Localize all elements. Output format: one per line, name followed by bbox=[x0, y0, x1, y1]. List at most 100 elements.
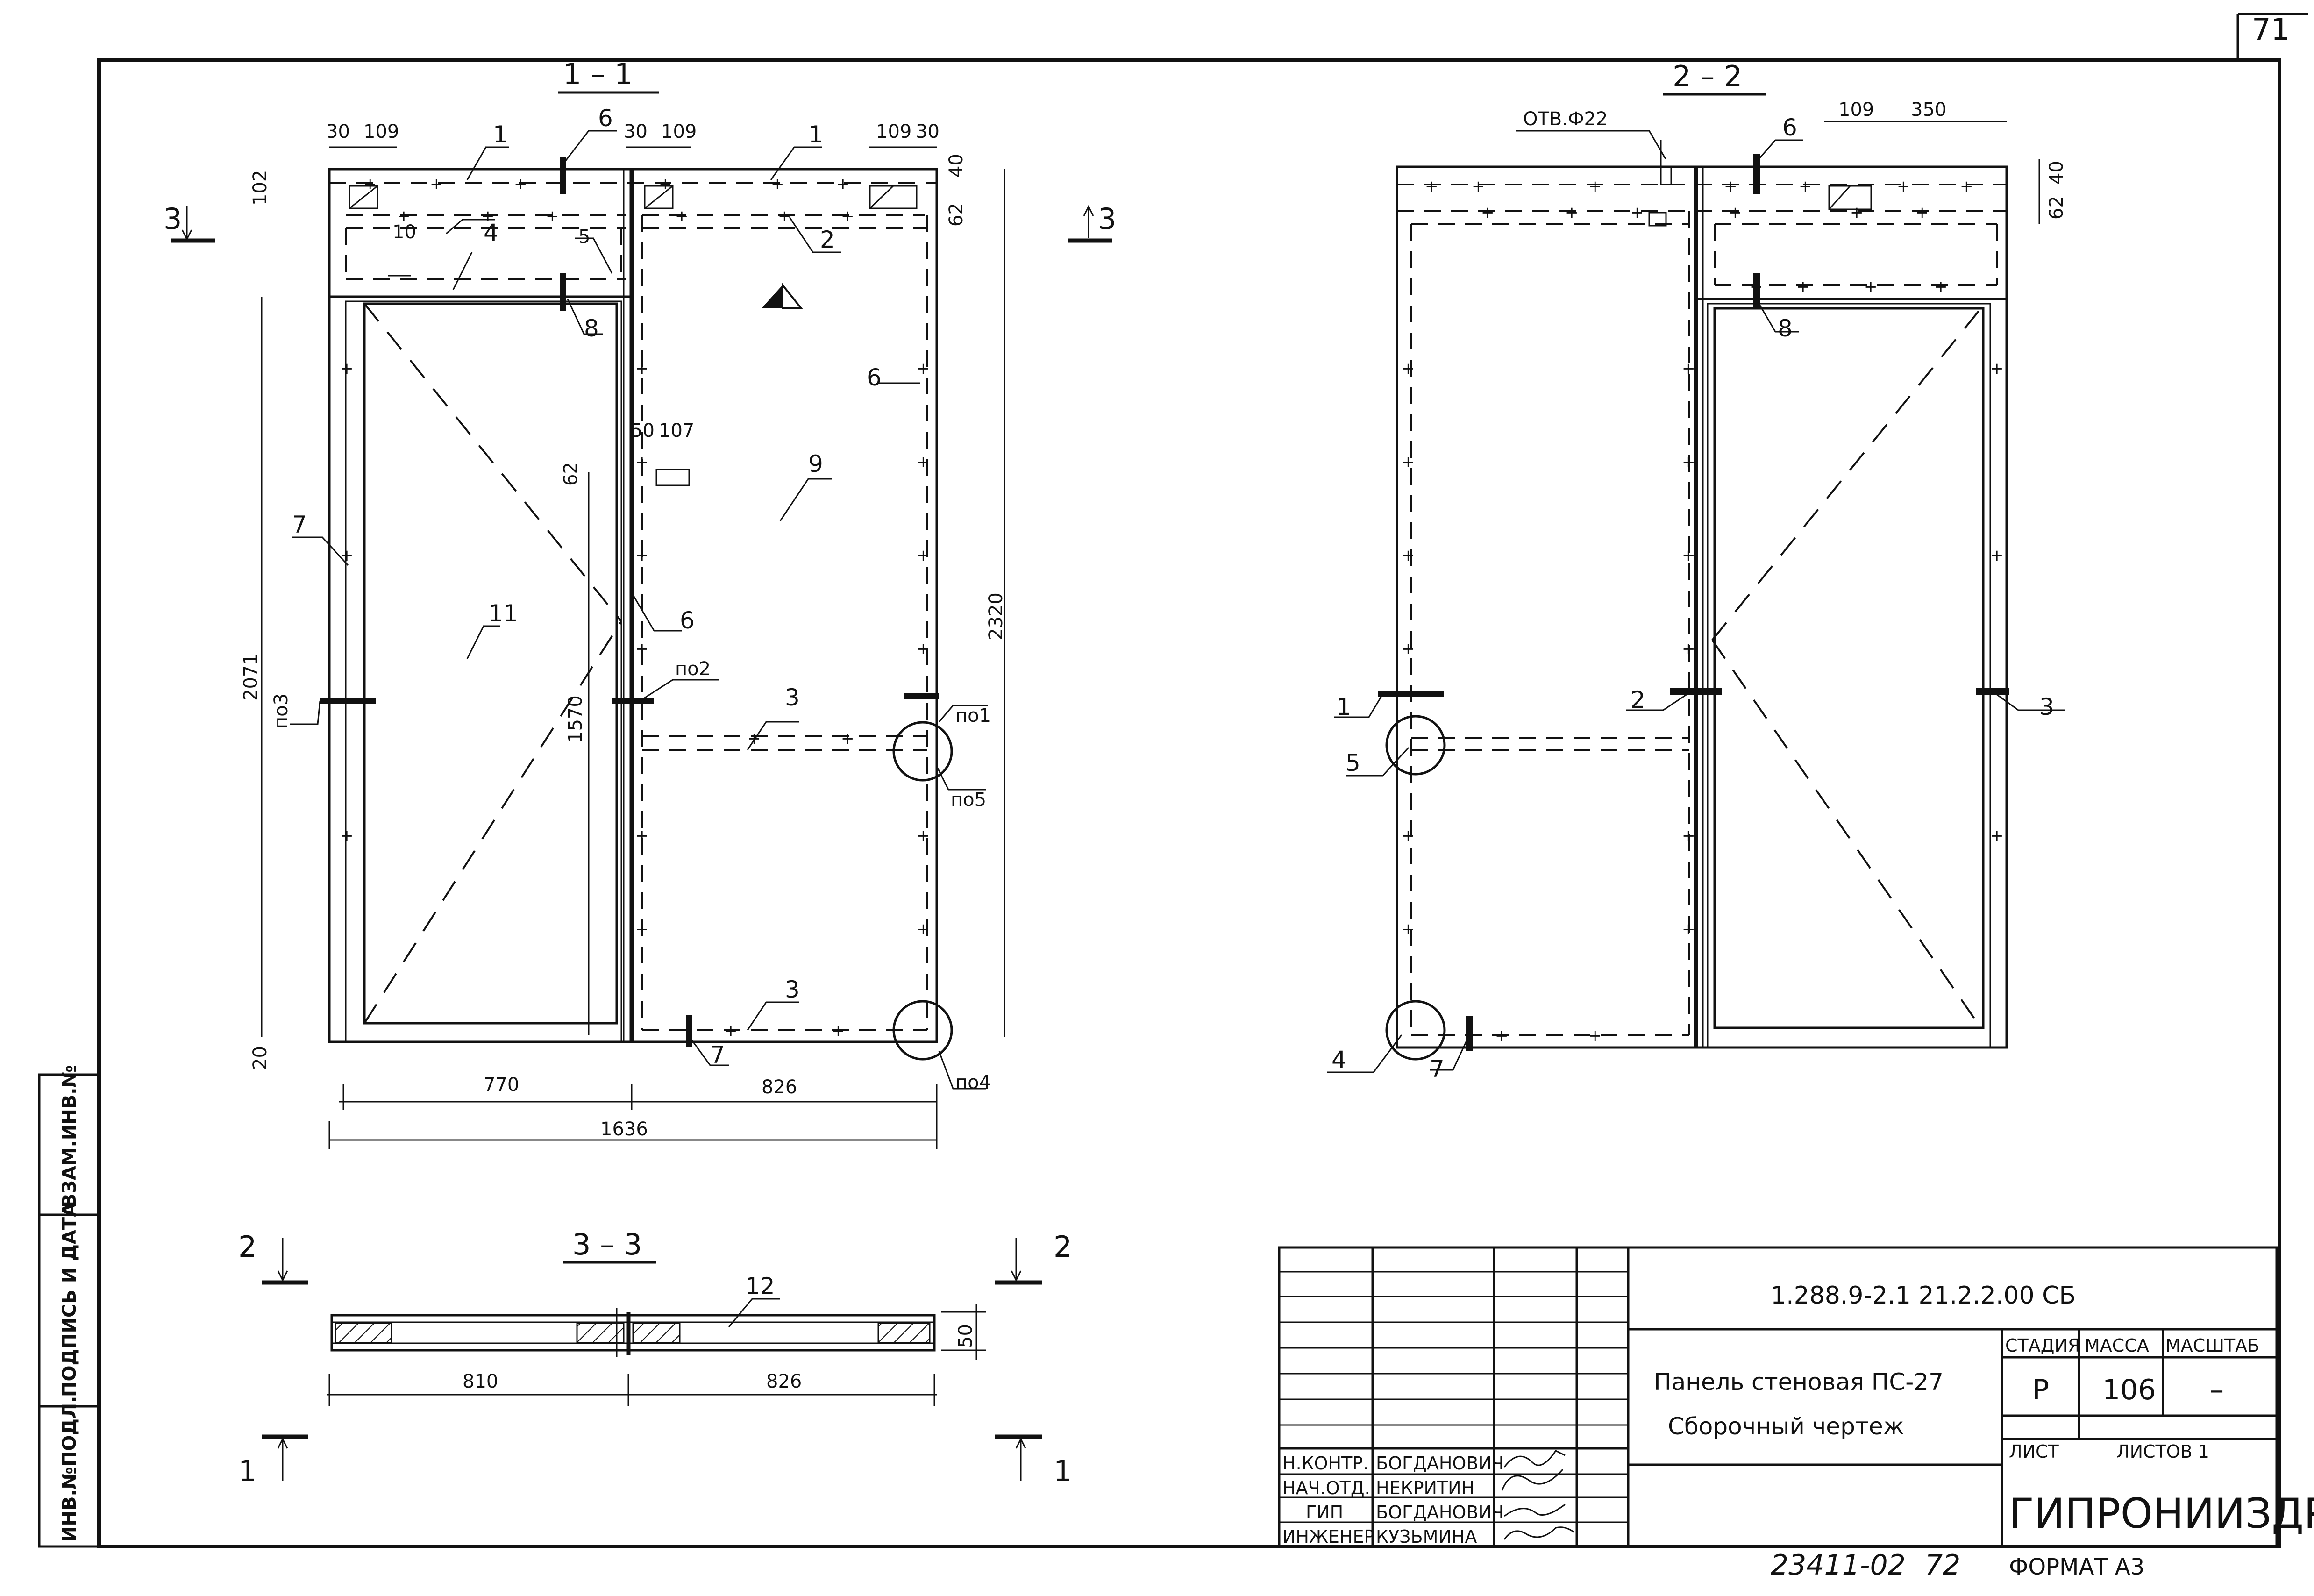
svg-text:+: + bbox=[917, 453, 930, 471]
svg-text:+: + bbox=[1588, 1026, 1602, 1045]
dim-1-1-top-e: 109 bbox=[876, 121, 911, 142]
dim-1-1-right-height: 2320 bbox=[985, 592, 1007, 640]
callout-1-1-1b: 1 bbox=[808, 121, 823, 148]
signature-name-4: КУЗЬМИНА bbox=[1376, 1526, 1477, 1547]
dim-1-1-top-f: 30 bbox=[916, 121, 940, 142]
signature-role-2: НАЧ.ОТД. bbox=[1282, 1478, 1370, 1498]
signature-role-3: ГИП bbox=[1306, 1502, 1343, 1523]
svg-text:+: + bbox=[1864, 278, 1878, 296]
callout-1-1-3a: 3 bbox=[785, 684, 800, 711]
section-marker-3-left: 3 bbox=[164, 202, 215, 243]
catalogue-number: 23411-02 bbox=[1771, 1549, 1906, 1582]
callout-leaders-2-2 bbox=[1327, 139, 2065, 1073]
callout-2-2-2: 2 bbox=[1630, 686, 1645, 713]
dim-2-2-top-b: 350 bbox=[1911, 99, 1946, 121]
callout-1-1-6b: 6 bbox=[867, 364, 882, 391]
svg-text:+: + bbox=[1402, 640, 1415, 658]
svg-text:+: + bbox=[1796, 278, 1810, 296]
dim-3-3-width-right: 826 bbox=[766, 1371, 802, 1392]
section-marker-1-left: 1 bbox=[238, 1434, 308, 1488]
side-stamp-vzam-inv: ВЗАМ.ИНВ.№ bbox=[59, 1065, 80, 1208]
svg-text:+: + bbox=[917, 640, 930, 658]
callout-2-2-3: 3 bbox=[2039, 693, 2054, 720]
dim-3-3-width-left: 810 bbox=[463, 1371, 498, 1392]
svg-text:+: + bbox=[1990, 359, 2004, 378]
svg-text:+: + bbox=[1682, 359, 1695, 378]
stage-header: СТАДИЯ bbox=[2005, 1335, 2080, 1356]
svg-text:+: + bbox=[1915, 203, 1929, 222]
svg-text:+: + bbox=[832, 1022, 845, 1040]
svg-text:+: + bbox=[1682, 453, 1695, 471]
organization: ГИПРОНИИЗДРАВ bbox=[2009, 1489, 2314, 1538]
svg-text:+: + bbox=[724, 1022, 738, 1040]
svg-text:+: + bbox=[1425, 177, 1438, 196]
callout-1-1-5: 5 bbox=[578, 226, 590, 248]
dim-1-1-width-total: 1636 bbox=[600, 1119, 648, 1140]
svg-text:+: + bbox=[917, 920, 930, 939]
svg-text:+: + bbox=[1682, 546, 1695, 565]
dim-3-3-thickness: 50 bbox=[955, 1324, 976, 1348]
reinforcement-marks-1-1: +++ +++ +++ +++ +++ +++ +++ +++ ++ ++ ++… bbox=[340, 175, 930, 1040]
callout-2-2-5: 5 bbox=[1346, 749, 1360, 777]
dim-1-1-bottom-left: 20 bbox=[249, 1046, 271, 1070]
svg-text:+: + bbox=[363, 175, 377, 193]
scale-header: МАСШТАБ bbox=[2165, 1335, 2259, 1356]
stage-value: Р bbox=[2032, 1374, 2049, 1406]
section-marker-2-left: 2 bbox=[238, 1230, 308, 1285]
dim-1-1-inner-a: 50 bbox=[631, 420, 655, 442]
callout-2-2-1: 1 bbox=[1336, 693, 1351, 720]
svg-text:+: + bbox=[1682, 640, 1695, 658]
scale-value: – bbox=[2210, 1374, 2224, 1406]
svg-text:+: + bbox=[635, 359, 649, 378]
callout-1-1-po1: по1 bbox=[955, 705, 991, 727]
svg-text:1: 1 bbox=[1054, 1454, 1072, 1488]
svg-text:+: + bbox=[1402, 920, 1415, 939]
dim-2-2-right-b: 40 bbox=[2046, 161, 2067, 185]
svg-text:+: + bbox=[1402, 359, 1415, 378]
section-1-1: 1 – 1 3 3 bbox=[164, 57, 1116, 1149]
svg-text:3: 3 bbox=[164, 202, 182, 236]
svg-text:+: + bbox=[514, 175, 527, 193]
side-stamp-inv-podl: ИНВ.№ПОДЛ. bbox=[59, 1396, 80, 1542]
designation: 1.288.9-2.1 21.2.2.00 СБ bbox=[1771, 1282, 2076, 1310]
svg-text:1: 1 bbox=[238, 1454, 256, 1488]
hole-label: ОТВ.Ф22 bbox=[1523, 108, 1608, 130]
callout-1-1-10: 10 bbox=[392, 221, 416, 243]
callout-1-1-8: 8 bbox=[584, 315, 599, 342]
svg-text:+: + bbox=[340, 826, 354, 845]
svg-text:+: + bbox=[1481, 203, 1495, 222]
callout-1-1-7b: 7 bbox=[710, 1041, 725, 1069]
svg-text:+: + bbox=[340, 546, 354, 565]
signature-role-1: Н.КОНТР. bbox=[1282, 1453, 1368, 1474]
title-block bbox=[1278, 1246, 2278, 1548]
svg-text:+: + bbox=[1850, 203, 1864, 222]
section-marker-2-right: 2 bbox=[995, 1230, 1072, 1285]
bottom-page-number: 72 bbox=[1925, 1549, 1960, 1582]
callout-1-1-7a: 7 bbox=[292, 511, 307, 538]
svg-text:+: + bbox=[1750, 278, 1763, 296]
svg-text:3: 3 bbox=[1098, 202, 1116, 236]
panel-outline-1-1 bbox=[320, 157, 953, 1061]
svg-text:+: + bbox=[1402, 826, 1415, 845]
drawing-name-line2: Сборочный чертеж bbox=[1668, 1413, 1904, 1440]
svg-text:+: + bbox=[635, 826, 649, 845]
svg-text:+: + bbox=[1682, 826, 1695, 845]
sheet-frame bbox=[38, 13, 2308, 1548]
dim-1-1-top-a: 30 bbox=[326, 121, 350, 142]
callout-1-1-po5: по5 bbox=[951, 789, 986, 811]
svg-text:+: + bbox=[1588, 177, 1602, 196]
svg-text:+: + bbox=[340, 359, 354, 378]
callout-2-2-4: 4 bbox=[1331, 1046, 1346, 1073]
callout-1-1-po3: по3 bbox=[271, 693, 292, 729]
callout-2-2-6: 6 bbox=[1782, 114, 1797, 141]
svg-text:+: + bbox=[1897, 177, 1910, 196]
panel-outline-2-2 bbox=[1378, 154, 2009, 1061]
dimensions-1-1 bbox=[261, 146, 1005, 1149]
side-stamp-signature-date: ПОДПИСЬ И ДАТА bbox=[59, 1203, 80, 1397]
section-marker-3-right: 3 bbox=[1068, 202, 1116, 243]
callout-1-1-1a: 1 bbox=[493, 121, 508, 148]
page-number: 71 bbox=[2252, 13, 2290, 47]
svg-text:+: + bbox=[1960, 177, 1973, 196]
callout-1-1-2: 2 bbox=[820, 226, 835, 253]
dim-2-2-top-a: 109 bbox=[1838, 99, 1874, 121]
